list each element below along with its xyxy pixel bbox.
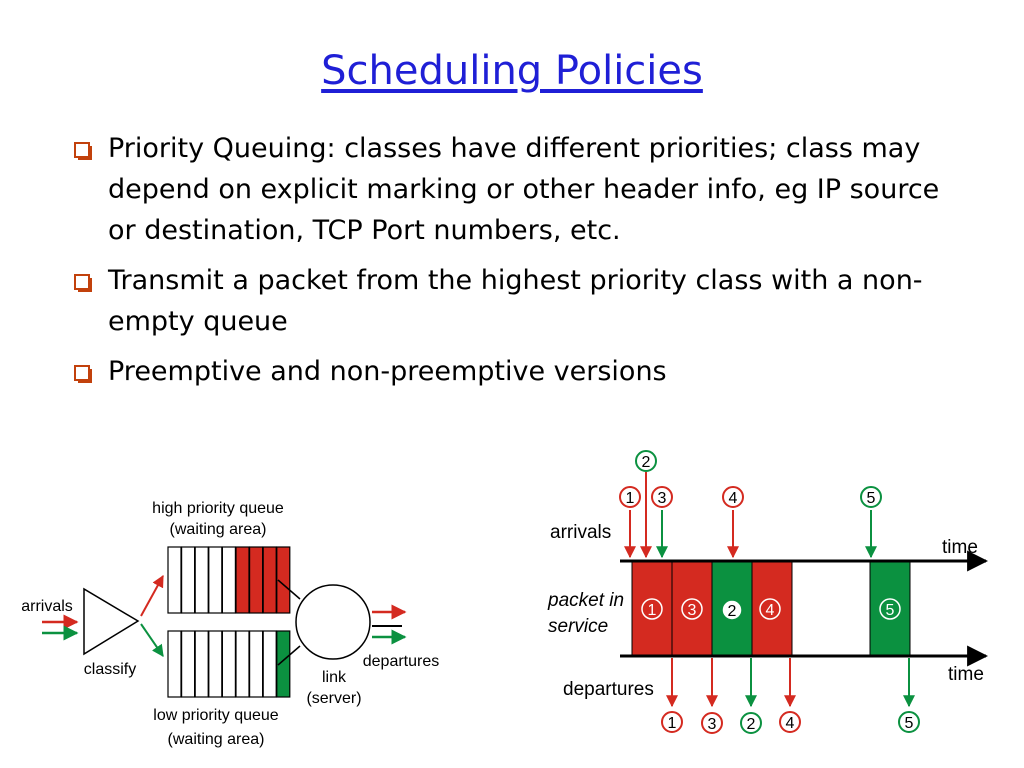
service-circle-1 bbox=[641, 598, 663, 620]
low-queue-cell bbox=[276, 630, 291, 698]
arrival-number-2: 2 bbox=[642, 454, 651, 471]
high-queue-cell bbox=[249, 546, 264, 614]
low-queue-label-line1: low priority queue bbox=[153, 707, 279, 724]
arrival-circle-5 bbox=[860, 486, 882, 508]
bullet-item: Preemptive and non-preemptive versions bbox=[72, 351, 952, 392]
low-route-arrow bbox=[140, 623, 164, 657]
arrival-number-3: 3 bbox=[658, 490, 667, 507]
departure-circle-5 bbox=[898, 711, 920, 733]
high-queue-label-line1: high priority queue bbox=[152, 500, 284, 517]
bullet-item: Transmit a packet from the highest prior… bbox=[72, 260, 952, 342]
departure-circle-1 bbox=[661, 711, 683, 733]
bullet-box-icon bbox=[74, 142, 90, 158]
high-queue-cell bbox=[208, 546, 223, 614]
departure-circle-2 bbox=[740, 712, 762, 734]
service-slot-packet-4 bbox=[751, 561, 793, 657]
low-priority-queue bbox=[167, 630, 291, 698]
link-label-line1: link bbox=[322, 669, 347, 686]
arrival-circle-3 bbox=[651, 486, 673, 508]
service-circle-3 bbox=[681, 598, 703, 620]
arrival-circle-4 bbox=[722, 486, 744, 508]
bullet-item: Priority Queuing: classes have different… bbox=[72, 128, 952, 251]
departures-time-label: time bbox=[948, 664, 984, 685]
low-queue-cell bbox=[208, 630, 223, 698]
arrivals-label: arrivals bbox=[21, 598, 73, 615]
service-number-4: 4 bbox=[766, 602, 775, 619]
high-queue-cell bbox=[194, 546, 209, 614]
low-queue-cell bbox=[235, 630, 250, 698]
low-to-link-line bbox=[277, 645, 301, 666]
service-circle-4 bbox=[759, 598, 781, 620]
high-queue-cell bbox=[276, 546, 291, 614]
link-label-line2: (server) bbox=[306, 690, 361, 707]
arrivals-time-label: time bbox=[942, 537, 978, 558]
departures-label: departures bbox=[363, 653, 440, 670]
bullet-box-icon bbox=[74, 274, 90, 290]
low-queue-cell bbox=[221, 630, 236, 698]
high-queue-cell bbox=[235, 546, 250, 614]
high-queue-cell bbox=[262, 546, 277, 614]
service-slot-packet-5 bbox=[869, 561, 911, 657]
low-queue-cell bbox=[167, 630, 182, 698]
service-slot-packet-1 bbox=[631, 561, 673, 657]
arrival-number-4: 4 bbox=[729, 490, 738, 507]
bullet-list: Priority Queuing: classes have different… bbox=[72, 128, 952, 401]
service-number-3: 3 bbox=[688, 602, 697, 619]
high-queue-label-line2: (waiting area) bbox=[170, 521, 267, 538]
high-priority-queue bbox=[167, 546, 291, 614]
high-route-arrow bbox=[140, 574, 164, 617]
departure-number-5: 5 bbox=[905, 715, 914, 732]
high-queue-cell bbox=[167, 546, 182, 614]
arrival-number-1: 1 bbox=[626, 490, 635, 507]
service-label-line1: packet in bbox=[547, 590, 624, 611]
bullet-text: Preemptive and non-preemptive versions bbox=[108, 356, 667, 387]
low-queue-cell bbox=[181, 630, 196, 698]
bullet-text: Transmit a packet from the highest prior… bbox=[108, 265, 923, 337]
bullet-text: Priority Queuing: classes have different… bbox=[108, 133, 940, 246]
timing-arrivals-label: arrivals bbox=[550, 522, 611, 543]
timing-departures-label: departures bbox=[563, 679, 654, 700]
departure-number-3: 3 bbox=[708, 716, 717, 733]
high-queue-cell bbox=[221, 546, 236, 614]
timing-diagram: arrivals packet in service departures 1 … bbox=[547, 450, 989, 734]
slide-title: Scheduling Policies bbox=[321, 48, 703, 94]
service-number-2: 2 bbox=[728, 603, 737, 620]
service-label-line2: service bbox=[548, 616, 608, 637]
departure-circle-3 bbox=[701, 712, 723, 734]
classify-label: classify bbox=[84, 661, 136, 678]
low-queue-label-line2: (waiting area) bbox=[168, 731, 265, 748]
low-queue-cell bbox=[194, 630, 209, 698]
bullet-box-icon bbox=[74, 365, 90, 381]
departure-circle-4 bbox=[779, 711, 801, 733]
departure-number-4: 4 bbox=[786, 715, 795, 732]
arrival-circle-2 bbox=[635, 450, 657, 472]
service-circle-5 bbox=[879, 598, 901, 620]
link-server-circle-icon bbox=[295, 584, 371, 660]
priority-queue-diagram: high priority queue (waiting area) arriv… bbox=[21, 500, 439, 748]
high-to-link-line bbox=[277, 579, 301, 600]
low-queue-cell bbox=[249, 630, 264, 698]
classifier-triangle-icon bbox=[83, 587, 140, 656]
high-queue-cell bbox=[181, 546, 196, 614]
arrival-circle-1 bbox=[619, 486, 641, 508]
service-number-1: 1 bbox=[648, 602, 657, 619]
departure-number-2: 2 bbox=[747, 716, 756, 733]
departure-number-1: 1 bbox=[668, 715, 677, 732]
low-queue-cell bbox=[262, 630, 277, 698]
service-number-5: 5 bbox=[886, 602, 895, 619]
arrival-number-5: 5 bbox=[867, 490, 876, 507]
service-circle-2 bbox=[721, 599, 743, 621]
